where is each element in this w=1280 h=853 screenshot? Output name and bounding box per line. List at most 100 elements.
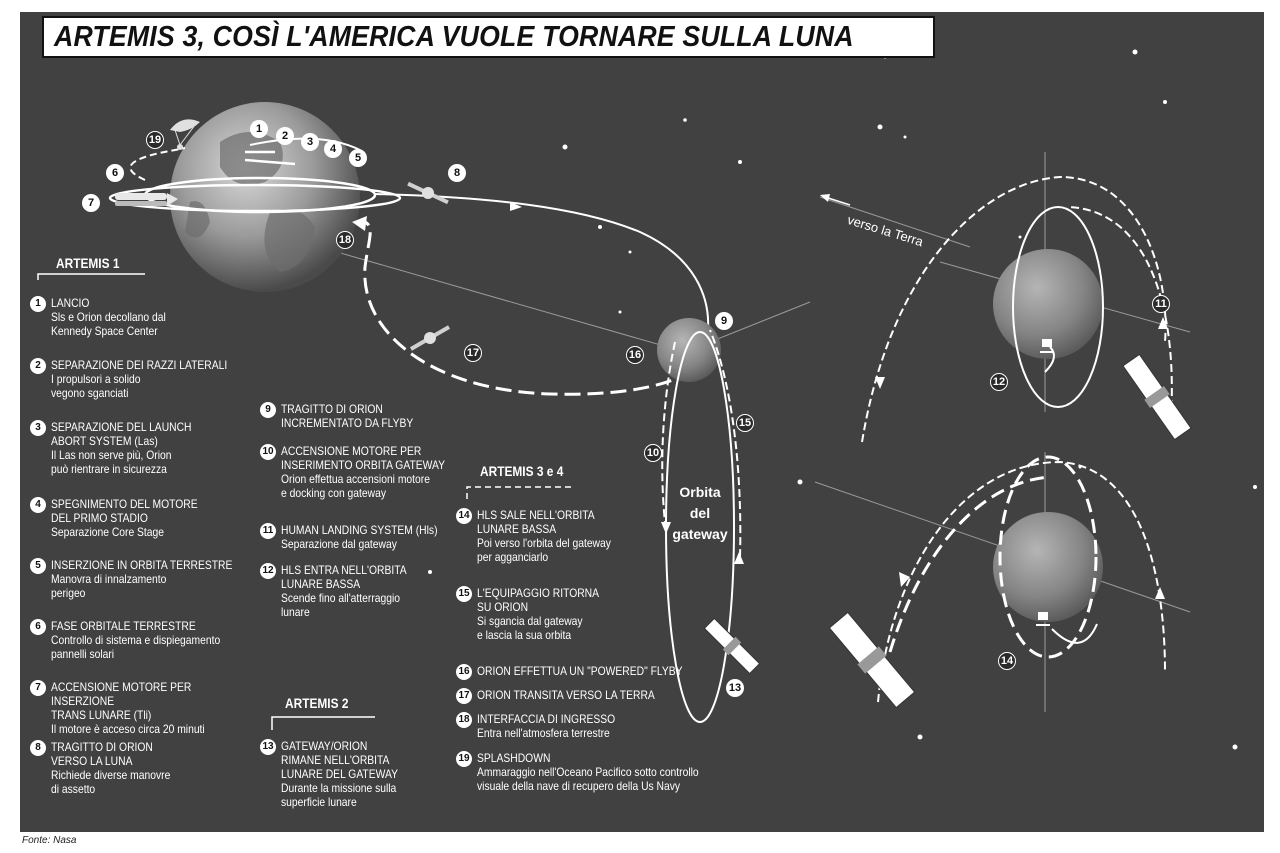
marker-15: 15 bbox=[736, 414, 754, 432]
step-heading: INTERFACCIA DI INGRESSO bbox=[477, 712, 616, 726]
step-description: Scende fino all'atterraggio bbox=[281, 591, 401, 605]
step-description: Il motore è acceso circa 20 minuti bbox=[51, 722, 205, 736]
step-heading: HLS ENTRA NELL'ORBITA bbox=[281, 563, 407, 577]
step-number-badge: 1 bbox=[30, 296, 46, 312]
orbit-insertion-path bbox=[661, 341, 676, 533]
step-description: Separazione Core Stage bbox=[51, 525, 165, 539]
marker-6: 6 bbox=[106, 164, 124, 182]
gateway-nrho-top bbox=[861, 175, 1167, 443]
step-number-badge: 19 bbox=[456, 751, 472, 767]
step-description: vegono sganciati bbox=[51, 386, 129, 400]
step-description: può rientrare in sicurezza bbox=[51, 462, 167, 476]
marker-2: 2 bbox=[276, 127, 294, 145]
step-number-badge: 8 bbox=[30, 740, 46, 756]
step-heading: LANCIO bbox=[51, 296, 90, 310]
step-number-badge: 7 bbox=[30, 680, 46, 696]
step-description: pannelli solari bbox=[51, 647, 115, 661]
step-number-badge: 12 bbox=[260, 563, 276, 579]
section-artemis-1: ARTEMIS 1 bbox=[56, 255, 120, 271]
phase-6-arc bbox=[129, 147, 186, 181]
gateway-station-icon-bottom bbox=[828, 611, 916, 709]
step-number-badge: 5 bbox=[30, 558, 46, 574]
step-heading: ACCENSIONE MOTORE PER INSERZIONE bbox=[51, 680, 192, 708]
marker-11: 11 bbox=[1152, 295, 1170, 313]
marker-9: 9 bbox=[715, 312, 733, 330]
step-number-badge: 13 bbox=[260, 739, 276, 755]
step-number-badge: 18 bbox=[456, 712, 472, 728]
step-description: visuale della nave di recupero della Us … bbox=[477, 779, 681, 793]
title-box: ARTEMIS 3, COSÌ L'AMERICA VUOLE TORNARE … bbox=[42, 16, 936, 58]
stars bbox=[428, 49, 1257, 750]
step-heading: HLS SALE NELL'ORBITA bbox=[477, 508, 595, 522]
step-description: lunare bbox=[281, 605, 310, 619]
step-description: e docking con gateway bbox=[281, 486, 387, 500]
step-heading: ABORT SYSTEM (Las) bbox=[51, 434, 158, 448]
step-heading: SEPARAZIONE DEL LAUNCH bbox=[51, 420, 192, 434]
marker-17: 17 bbox=[464, 344, 482, 362]
step-number-badge: 9 bbox=[260, 402, 276, 418]
marker-13: 13 bbox=[726, 679, 744, 697]
source-credit: Fonte: Nasa bbox=[22, 835, 77, 846]
step-number-badge: 3 bbox=[30, 420, 46, 436]
marker-19: 19 bbox=[146, 131, 164, 149]
step-number-badge: 16 bbox=[456, 664, 472, 680]
step-heading: TRANS LUNARE (Tli) bbox=[51, 708, 152, 722]
step-heading: L'EQUIPAGGIO RITORNA bbox=[477, 586, 600, 600]
gateway-nrho-bottom bbox=[877, 460, 1166, 703]
step-description: Separazione dal gateway bbox=[281, 537, 397, 551]
step-number-badge: 14 bbox=[456, 508, 472, 524]
low-lunar-orbit-bottom bbox=[998, 455, 1098, 659]
step-description: Ammaraggio nell'Oceano Pacifico sotto co… bbox=[477, 765, 699, 779]
step-heading: SEPARAZIONE DEI RAZZI LATERALI bbox=[51, 358, 228, 372]
step-body: HUMAN LANDING SYSTEM (Hls)Separazione da… bbox=[281, 523, 478, 551]
parachute-icon bbox=[170, 119, 200, 150]
marker-8: 8 bbox=[448, 164, 466, 182]
gateway-station-icon-top bbox=[1122, 353, 1192, 441]
step-heading: LUNARE DEL GATEWAY bbox=[281, 767, 398, 781]
step-heading: SPLASHDOWN bbox=[477, 751, 551, 765]
step-description: I propulsori a solido bbox=[51, 372, 141, 386]
step-heading: ACCENSIONE MOTORE PER bbox=[281, 444, 422, 458]
gateway-station-icon bbox=[703, 617, 761, 675]
step-heading: LUNARE BASSA bbox=[477, 522, 557, 536]
section-artemis-3-4: ARTEMIS 3 e 4 bbox=[480, 463, 564, 479]
moon-center bbox=[657, 318, 721, 382]
step-description: perigeo bbox=[51, 586, 86, 600]
step-heading: VERSO LA LUNA bbox=[51, 754, 133, 768]
step-description: di assetto bbox=[51, 782, 96, 796]
marker-18: 18 bbox=[336, 231, 354, 249]
return-path bbox=[363, 220, 713, 396]
marker-5: 5 bbox=[349, 149, 367, 167]
step-description: Orion effettua accensioni motore bbox=[281, 472, 430, 486]
orion-spacecraft-icon bbox=[407, 181, 449, 205]
step-body: ORION TRANSITA VERSO LA TERRA bbox=[477, 688, 743, 702]
step-number-badge: 10 bbox=[260, 444, 276, 460]
step-description: e lascia la sua orbita bbox=[477, 628, 572, 642]
